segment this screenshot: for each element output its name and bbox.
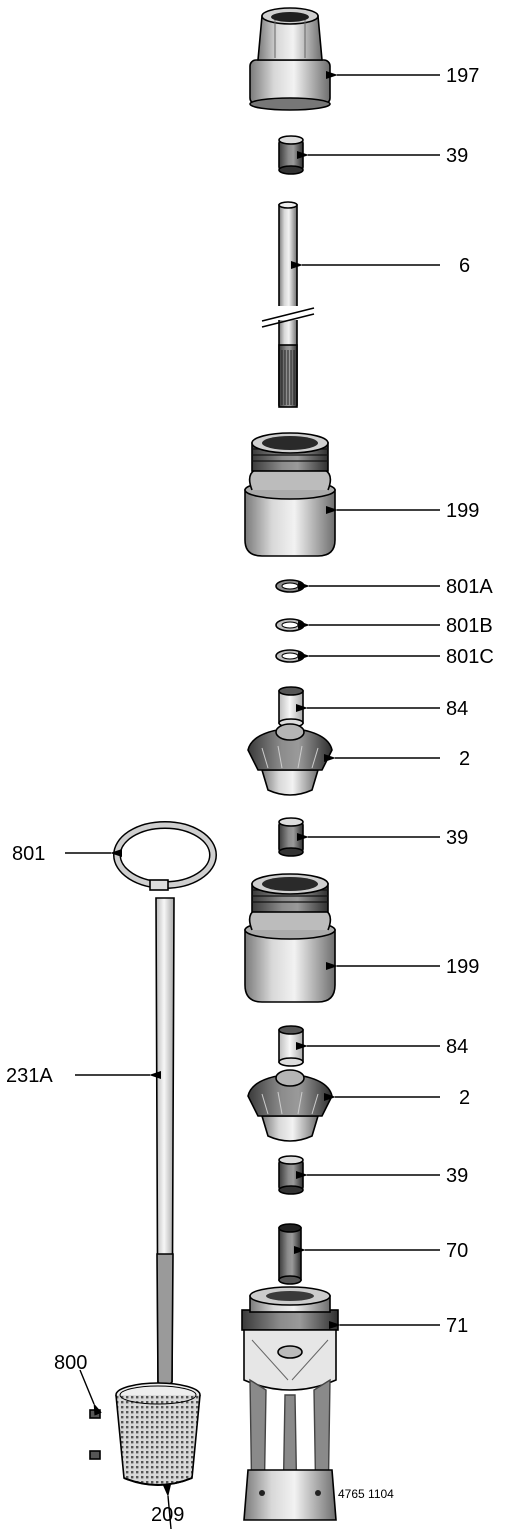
callout-2-lower: 2 xyxy=(459,1087,470,1109)
callout-801: 801 xyxy=(12,843,45,865)
callout-labels: 197 39 6 199 801A 801B 801C 84 2 39 801 … xyxy=(6,65,494,1526)
part-39-check-ball-middle xyxy=(278,817,304,857)
callout-197: 197 xyxy=(446,65,479,87)
callout-800: 800 xyxy=(54,1352,87,1374)
figure-id: 4765 1104 xyxy=(338,1487,394,1501)
leader-lines xyxy=(65,71,440,1529)
callout-39-upper: 39 xyxy=(446,145,468,167)
leader-800 xyxy=(79,1369,102,1416)
callout-801A: 801A xyxy=(446,576,493,598)
part-800-screws xyxy=(89,1409,101,1460)
part-801A-washer xyxy=(275,579,305,593)
part-197-coupling-nut xyxy=(249,7,331,111)
part-84-bushing-lower xyxy=(278,1025,304,1067)
part-2-valve-housing-lower xyxy=(247,1069,333,1142)
part-39-check-ball-lower xyxy=(278,1155,304,1195)
part-199-cylinder-lower xyxy=(244,873,336,1003)
part-6-shaft xyxy=(261,201,315,408)
callout-209: 209 xyxy=(151,1504,184,1526)
part-2-valve-housing-upper xyxy=(247,723,333,796)
part-801-band-clamp xyxy=(113,821,217,891)
callout-199-upper: 199 xyxy=(446,500,479,522)
callout-231A: 231A xyxy=(6,1065,53,1087)
callout-2-upper: 2 xyxy=(459,748,470,770)
part-801B-washer xyxy=(275,618,305,632)
part-209-mesh-strainer xyxy=(115,1382,201,1486)
callout-199-lower: 199 xyxy=(446,956,479,978)
callout-39-middle: 39 xyxy=(446,827,468,849)
callout-84-lower: 84 xyxy=(446,1036,468,1058)
callout-6: 6 xyxy=(459,255,470,277)
callout-801C: 801C xyxy=(446,646,494,668)
part-39-check-ball-upper xyxy=(278,135,304,175)
callout-70: 70 xyxy=(446,1240,468,1262)
callout-71: 71 xyxy=(446,1315,468,1337)
part-199-cylinder-upper xyxy=(244,432,336,557)
leader-209 xyxy=(163,1484,172,1529)
callout-801B: 801B xyxy=(446,615,493,637)
callout-39-lower: 39 xyxy=(446,1165,468,1187)
part-71-intake-foot xyxy=(241,1286,339,1521)
part-84-bushing-upper xyxy=(278,686,304,728)
part-801C-washer xyxy=(275,649,305,663)
part-231A-strainer-rod xyxy=(155,897,175,1387)
callout-84-upper: 84 xyxy=(446,698,468,720)
part-70-tube xyxy=(278,1223,302,1285)
